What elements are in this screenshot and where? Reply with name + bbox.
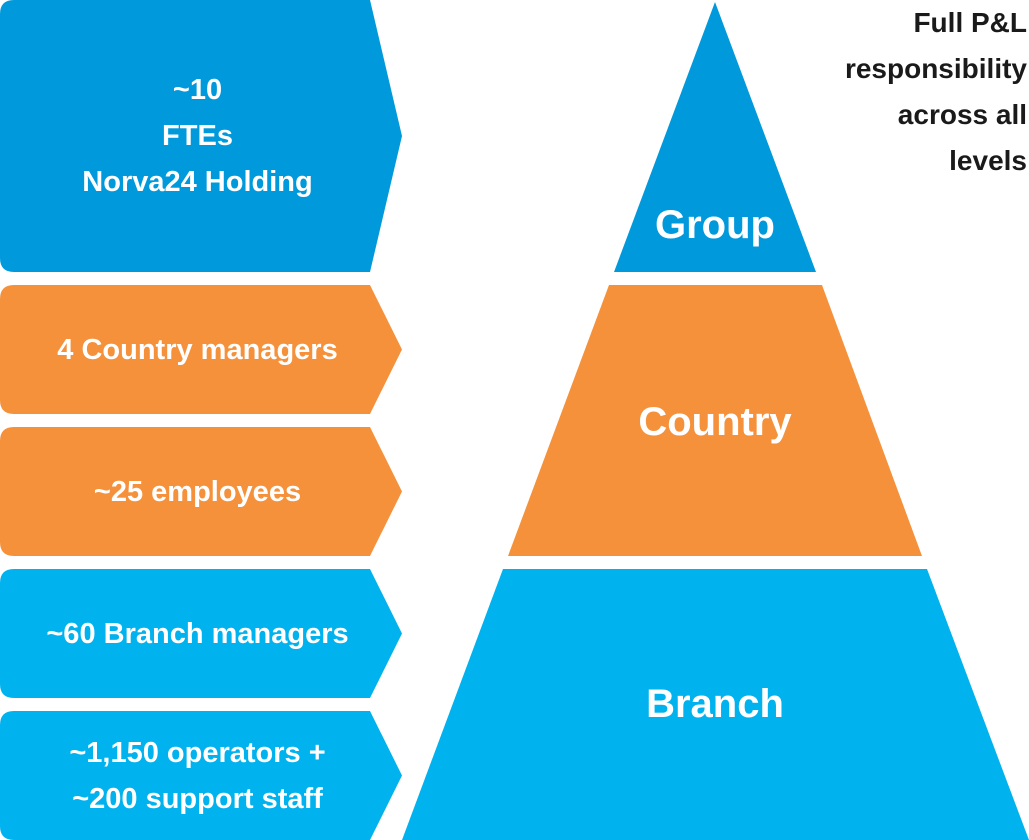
box-branch-staff-text: ~1,150 operators + ~200 support staff: [0, 711, 395, 840]
box-branch-staff: ~1,150 operators + ~200 support staff: [0, 711, 403, 840]
pyramid-branch-label: Branch: [646, 682, 784, 726]
pyramid-country-label: Country: [638, 400, 792, 444]
box-group-line-3: Norva24 Holding: [82, 166, 313, 198]
pyramid-group-tier: [614, 2, 816, 272]
pyramid-branch-tier: [402, 569, 1029, 840]
note-line-4: levels: [949, 145, 1027, 176]
box-country-employees-line-1: ~25 employees: [93, 475, 302, 508]
box-branch-staff-line-2: ~200 support staff: [72, 782, 323, 815]
box-country-employees-shape: [0, 427, 402, 556]
box-branch-staff-line-1: ~1,150 operators +: [69, 736, 326, 769]
box-country-managers-shape: [0, 285, 402, 414]
box-group-line-2: FTEs: [162, 120, 233, 152]
box-group-holding: ~10 FTEs Norva24 Holding: [0, 0, 403, 272]
box-branch-staff-shape: [0, 711, 402, 840]
box-branch-managers-line-1: ~60 Branch managers: [46, 617, 349, 650]
box-branch-managers-text: ~60 Branch managers: [0, 569, 395, 698]
box-group-shape: [0, 0, 402, 272]
pl-responsibility-note: Full P&L responsibility across all level…: [787, 0, 1027, 184]
box-country-employees-text: ~25 employees: [0, 427, 395, 556]
note-line-3: across all: [897, 99, 1027, 130]
box-country-managers-text: 4 Country managers: [0, 285, 395, 414]
box-group-text: ~10 FTEs Norva24 Holding: [0, 0, 395, 272]
box-country-managers-line-1: 4 Country managers: [57, 333, 338, 366]
pyramid-country-tier: [508, 285, 922, 556]
box-country-managers: 4 Country managers: [0, 285, 403, 414]
box-country-employees: ~25 employees: [0, 427, 403, 556]
box-group-line-1: ~10: [172, 74, 223, 106]
pyramid-group-label: Group: [655, 203, 775, 247]
box-branch-managers-shape: [0, 569, 402, 698]
box-branch-managers: ~60 Branch managers: [0, 569, 403, 698]
note-line-2: responsibility: [844, 53, 1027, 84]
note-line-1: Full P&L: [913, 7, 1027, 38]
